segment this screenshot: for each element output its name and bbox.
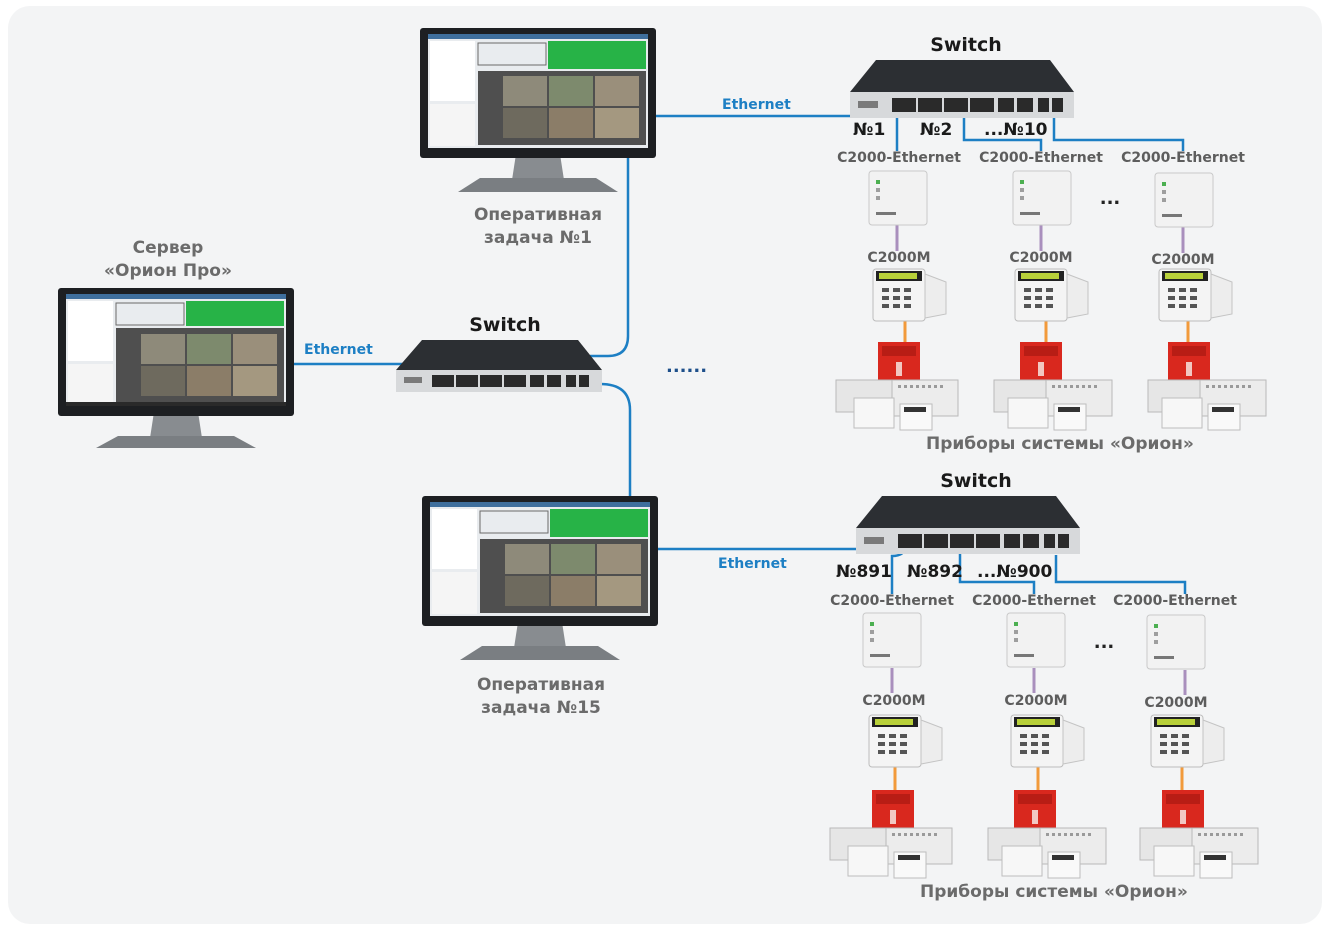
- top-console-3-label: С2000М: [1151, 252, 1215, 268]
- bottom-console-2-icon: [1010, 714, 1085, 768]
- bottom-converter-2-icon: [1006, 612, 1066, 668]
- top-converter-1-label: С2000-Ethernet: [837, 150, 961, 166]
- center-switch-icon: [396, 340, 602, 392]
- top-port-10: ...№10: [984, 120, 1048, 140]
- bottom-port-891: №891: [836, 562, 892, 582]
- bottom-converter-3-label: С2000-Ethernet: [1113, 593, 1237, 609]
- workstation-15-monitor-icon: [422, 496, 658, 660]
- diagram-panel: [8, 6, 1322, 924]
- ethernet-server-label: Ethernet: [304, 342, 373, 358]
- top-console-2-label: С2000М: [1009, 250, 1073, 266]
- top-port-2: №2: [920, 120, 953, 140]
- center-switch-label: Switch: [469, 314, 541, 336]
- server-title-line2: «Орион Про»: [104, 261, 232, 281]
- bottom-more-devices-ellipsis: ...: [1093, 632, 1115, 653]
- bottom-converter-2-label: С2000-Ethernet: [972, 593, 1096, 609]
- ethernet-ws1-label: Ethernet: [722, 97, 791, 113]
- top-converter-2-icon: [1012, 170, 1072, 226]
- top-device-cluster-1-icon: [835, 342, 959, 431]
- top-device-cluster-2-icon: [993, 342, 1113, 431]
- bottom-console-2-label: С2000М: [1004, 693, 1068, 709]
- top-converter-2-label: С2000-Ethernet: [979, 150, 1103, 166]
- bottom-switch-label: Switch: [940, 470, 1012, 492]
- bottom-converter-1-icon: [862, 612, 922, 668]
- bottom-console-3-label: С2000М: [1144, 695, 1208, 711]
- top-more-devices-ellipsis: ...: [1099, 188, 1121, 209]
- bottom-device-cluster-2-icon: [987, 790, 1107, 879]
- bottom-port-892: №892: [907, 562, 963, 582]
- top-switch-icon: [850, 60, 1074, 118]
- ethernet-ws1-trunk: [590, 158, 630, 358]
- top-port-1: №1: [853, 120, 886, 140]
- bottom-converter-1-label: С2000-Ethernet: [830, 593, 954, 609]
- ethernet-ws15-trunk: [599, 382, 632, 496]
- workstation-1-line2: задача №1: [484, 228, 592, 248]
- top-family-label: Приборы системы «Орион»: [926, 434, 1194, 454]
- server-monitor-icon: [58, 288, 294, 448]
- top-converter-3-label: С2000-Ethernet: [1121, 150, 1245, 166]
- workstation-15-line1: Оперативная: [476, 675, 606, 695]
- top-converter-3-icon: [1154, 172, 1214, 228]
- top-converter-1-icon: [868, 170, 928, 226]
- bottom-drop-900: [1054, 555, 1187, 594]
- workstation-1-label: Оперативная задача №1: [474, 204, 602, 250]
- bottom-device-cluster-3-icon: [1139, 790, 1259, 879]
- workstation-1-line1: Оперативная: [473, 205, 603, 225]
- workstation-15-label: Оперативная задача №15: [477, 674, 605, 720]
- bottom-console-1-label: С2000М: [862, 693, 926, 709]
- bottom-drop-892: [958, 550, 1036, 594]
- workstation-15-line2: задача №15: [481, 698, 601, 718]
- ethernet-ws15-label: Ethernet: [718, 556, 787, 572]
- bottom-switch-icon: [856, 496, 1080, 554]
- server-title: Сервер «Орион Про»: [104, 237, 232, 283]
- top-drop-10: [1052, 118, 1185, 151]
- bottom-console-3-icon: [1150, 714, 1225, 768]
- more-workstations-ellipsis: ......: [666, 356, 708, 377]
- bottom-converter-3-icon: [1146, 614, 1206, 670]
- top-console-2-icon: [1014, 268, 1089, 322]
- top-console-1-label: С2000М: [867, 250, 931, 266]
- bottom-family-label: Приборы системы «Орион»: [920, 882, 1188, 902]
- workstation-1-monitor-icon: [420, 28, 656, 192]
- bottom-console-1-icon: [868, 714, 943, 768]
- top-console-3-icon: [1158, 268, 1233, 322]
- top-console-1-icon: [872, 268, 947, 322]
- top-drop-2: [962, 112, 1043, 151]
- server-title-line1: Сервер: [132, 238, 204, 258]
- top-switch-label: Switch: [930, 34, 1002, 56]
- top-device-cluster-3-icon: [1147, 342, 1267, 431]
- bottom-port-900: ...№900: [977, 562, 1053, 582]
- bottom-device-cluster-1-icon: [829, 790, 953, 879]
